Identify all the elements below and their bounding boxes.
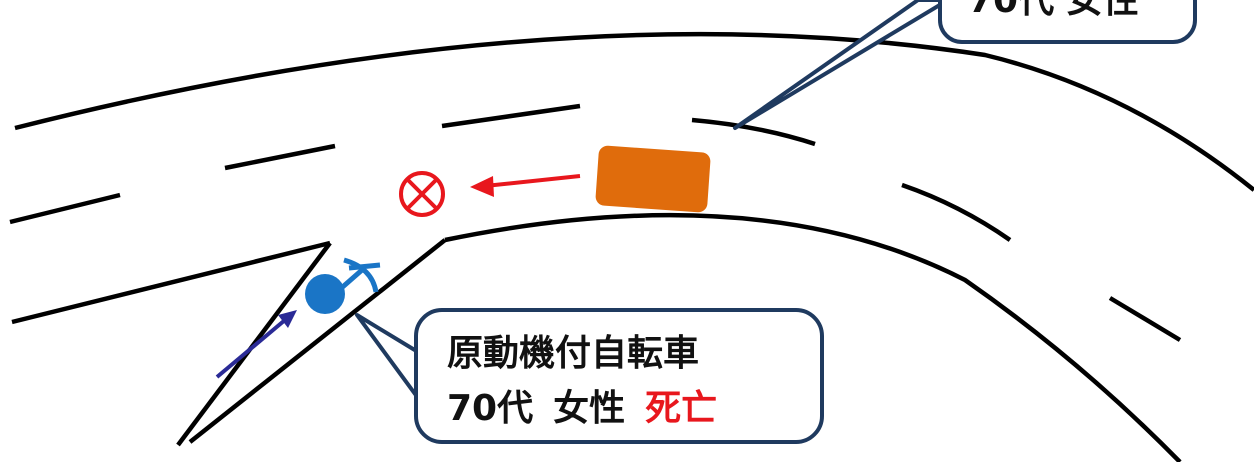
moped-direction-arrow [215,310,297,379]
side-road-right-edge [188,238,447,444]
collision-cross-icon [399,171,445,217]
callout-tail-moped [355,313,420,400]
callout-moped-detail: 70代女性死亡 [447,388,717,429]
road-edge-inner [444,212,1182,462]
lane-dash [691,117,816,147]
lane-dash [9,192,121,225]
callout-car-driver-text: 70代 女性 [968,0,1139,21]
callout-moped-rider [414,308,824,444]
car [595,145,711,213]
callout-moped-outcome: 死亡 [645,388,717,429]
lane-markings [9,103,1182,342]
lane-dash [224,143,336,171]
callout-moped-gender: 女性 [553,388,625,429]
callout-tail-car [733,0,950,130]
callout-car-driver [938,0,1197,44]
lane-dash [901,182,1012,242]
callout-moped-age: 70代 [447,388,533,429]
road-edge-top [14,31,1254,192]
moped-rider-icon [305,257,381,314]
side-road-left-edge-upper [11,240,331,325]
lane-dash [1108,296,1182,342]
callout-moped-vehicle: 原動機付自転車 [447,333,699,374]
car-direction-arrow [470,174,581,197]
lane-dash [441,103,581,129]
